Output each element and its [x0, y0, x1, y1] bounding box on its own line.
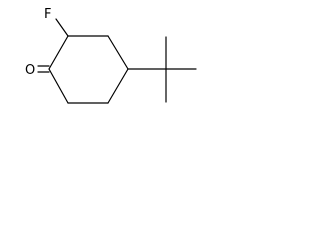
bond-c1-c2 [48, 35, 69, 70]
bond-c3-c4 [107, 35, 129, 70]
carbonyl-double-bond [37, 65, 50, 73]
bond-c4-c5 [107, 68, 129, 104]
structure-diagram: F O [25, 7, 197, 104]
atom-label-fluorine: F [44, 7, 51, 22]
ring-bonds [48, 35, 129, 104]
bond-c6-c1 [48, 68, 69, 104]
atom-label-oxygen: O [25, 63, 35, 78]
bond-c2-f [55, 18, 69, 37]
tert-butyl-group [127, 36, 197, 103]
